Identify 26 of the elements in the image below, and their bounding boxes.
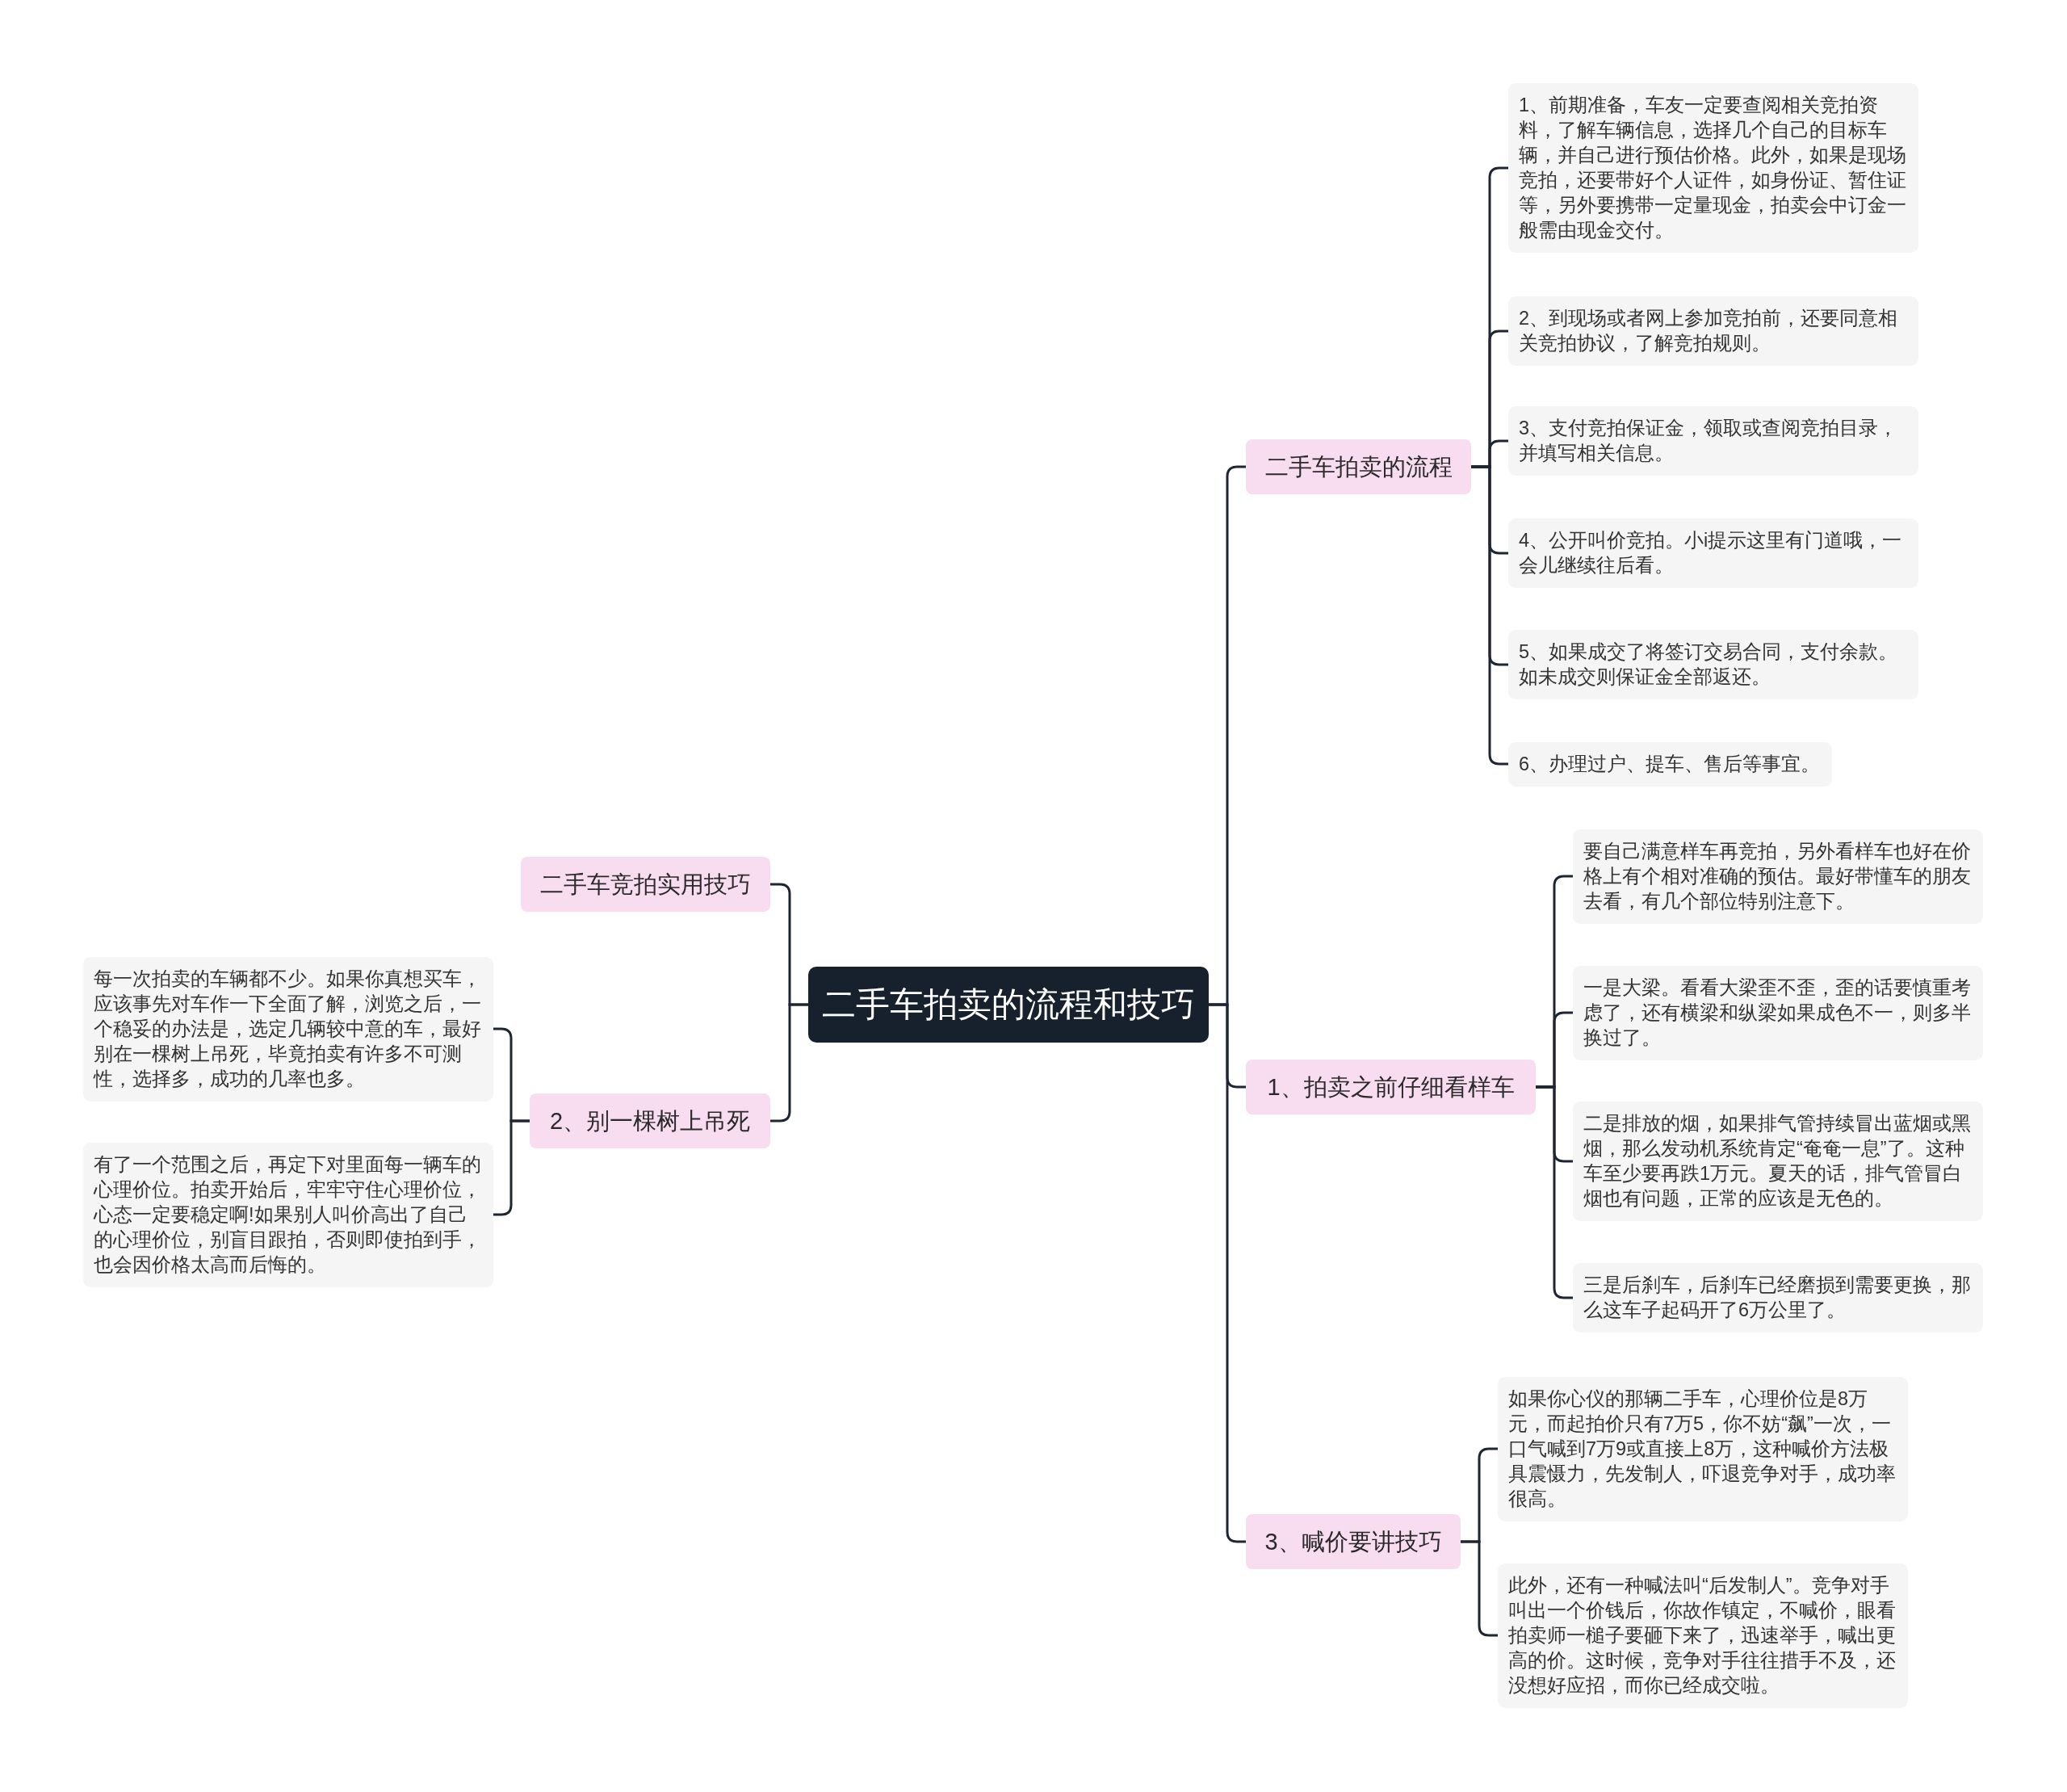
- note-box: 1、前期准备，车友一定要查阅相关竞拍资料，了解车辆信息，选择几个自己的目标车辆，并自己进行预估价格。此外，如果是现场竞拍，还要带好个人证件，如身份证、暂住证等，另外要携带一定量现金，拍卖会中订金一般需由现金交付。: [1508, 83, 1918, 253]
- connector-line: [1209, 1003, 1246, 1543]
- note-box: 有了一个范围之后，再定下对里面每一辆车的心理价位。拍卖开始后，牢牢守住心理价位，心态一定要稳定啊!如果别人叫价高出了自己的心理价位，别盲目跟拍，否则即使拍到手，也会因价格太高而后悔的。: [83, 1143, 493, 1287]
- note-box: 此外，还有一种喊法叫“后发制人”。竞争对手叫出一个价钱后，你故作镇定，不喊价，眼看拍卖师一槌子要砸下来了，迅速举手，喊出更高的价。这时候，竞争对手往往措手不及，还没想好应招，而你已经成交啦。: [1498, 1563, 1908, 1708]
- connector-line: [493, 1119, 530, 1216]
- note-box: 3、支付竞拍保证金，领取或查阅竞拍目录，并填写相关信息。: [1508, 406, 1918, 476]
- central-topic: 二手车拍卖的流程和技巧: [808, 967, 1209, 1043]
- connector-line: [1471, 465, 1508, 766]
- note-box: 要自己满意样车再竞拍，另外看样车也好在价格上有个相对准确的预估。最好带懂车的朋友去看，有几个部位特别注意下。: [1573, 829, 1983, 924]
- note-box: 三是后刹车，后刹车已经磨损到需要更换，那么这车子起码开了6万公里了。: [1573, 1263, 1983, 1332]
- note-box: 二是排放的烟，如果排气管持续冒出蓝烟或黑烟，那么发动机系统肯定“奄奄一息”了。这种车至少要再跌1万元。夏天的话，排气管冒白烟也有问题，正常的应该是无色的。: [1573, 1102, 1983, 1221]
- note-box: 一是大梁。看看大梁歪不歪，歪的话要慎重考虑了，还有横梁和纵梁如果成色不一，则多半换过了。: [1573, 966, 1983, 1060]
- branch-topic: 1、拍卖之前仔细看样车: [1246, 1060, 1536, 1114]
- branch-topic: 2、别一棵树上吊死: [530, 1093, 770, 1148]
- connector-line: [1536, 1085, 1573, 1299]
- branch-topic: 3、喊价要讲技巧: [1246, 1514, 1461, 1569]
- note-box: 如果你心仪的那辆二手车，心理价位是8万元，而起拍价只有7万5，你不妨“飙”一次，一口气喊到7万9或直接上8万，这种喊价方法极具震慑力，先发制人，吓退竞争对手，成功率很高。: [1498, 1377, 1908, 1521]
- note-box: 每一次拍卖的车辆都不少。如果你真想买车，应该事先对车作一下全面了解，浏览之后，一个稳妥的办法是，选定几辆较中意的车，最好别在一棵树上吊死，毕竟拍卖有许多不可测性，选择多，成功的几率也多。: [83, 957, 493, 1102]
- connector-line: [1461, 1540, 1498, 1637]
- note-box: 6、办理过户、提车、售后等事宜。: [1508, 742, 1832, 787]
- note-box: 2、到现场或者网上参加竞拍前，还要同意相关竞拍协议，了解竞拍规则。: [1508, 296, 1918, 366]
- branch-topic: 二手车拍卖的流程: [1246, 439, 1471, 494]
- connector-line: [770, 1003, 808, 1123]
- note-box: 5、如果成交了将签订交易合同，支付余款。如未成交则保证金全部返还。: [1508, 630, 1918, 699]
- note-box: 4、公开叫价竞拍。小i提示这里有门道哦，一会儿继续往后看。: [1508, 518, 1918, 588]
- branch-topic: 二手车竞拍实用技巧: [521, 857, 770, 912]
